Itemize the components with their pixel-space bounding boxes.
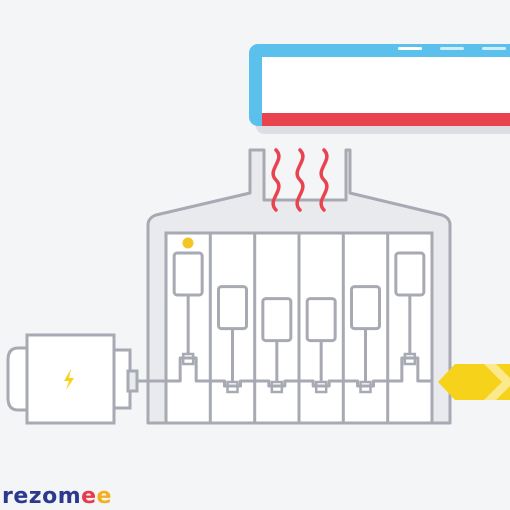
status-indicator-dot bbox=[182, 237, 194, 249]
power-unit bbox=[6, 333, 139, 425]
logo-accent-letter: e bbox=[96, 484, 112, 509]
sensor-probe bbox=[394, 251, 426, 297]
heat-wave bbox=[319, 148, 329, 212]
chevron-arrow-icon bbox=[438, 364, 510, 400]
heat-wave bbox=[271, 148, 281, 212]
sensor-probe bbox=[350, 285, 381, 331]
sensor-probe bbox=[305, 297, 337, 343]
rezomee-logo: rezomee bbox=[2, 484, 112, 510]
display-unit bbox=[249, 44, 510, 134]
sensor-array bbox=[166, 251, 432, 394]
sensor-probe bbox=[261, 297, 293, 343]
heat-waves-icon bbox=[271, 148, 329, 212]
logo-accent: ee bbox=[81, 484, 112, 509]
arrow-notch bbox=[484, 364, 510, 400]
sensor-wiring bbox=[166, 356, 432, 388]
arrow-body bbox=[438, 364, 510, 400]
display-indicator-1 bbox=[398, 47, 422, 50]
furnace-housing bbox=[146, 148, 452, 425]
sensor-probe bbox=[172, 251, 204, 297]
heat-wave bbox=[295, 148, 305, 212]
display-screen bbox=[262, 57, 510, 113]
power-unit-plug bbox=[126, 369, 139, 393]
display-red-bar bbox=[262, 113, 510, 126]
sensor-probe bbox=[217, 285, 248, 331]
display-indicator-2 bbox=[440, 47, 464, 50]
logo-wordmark: rezom bbox=[2, 484, 82, 509]
logo-accent-letter: e bbox=[81, 484, 97, 509]
display-indicator-3 bbox=[482, 47, 506, 50]
lightning-bolt-icon bbox=[64, 369, 74, 390]
power-unit-cap bbox=[6, 346, 27, 412]
